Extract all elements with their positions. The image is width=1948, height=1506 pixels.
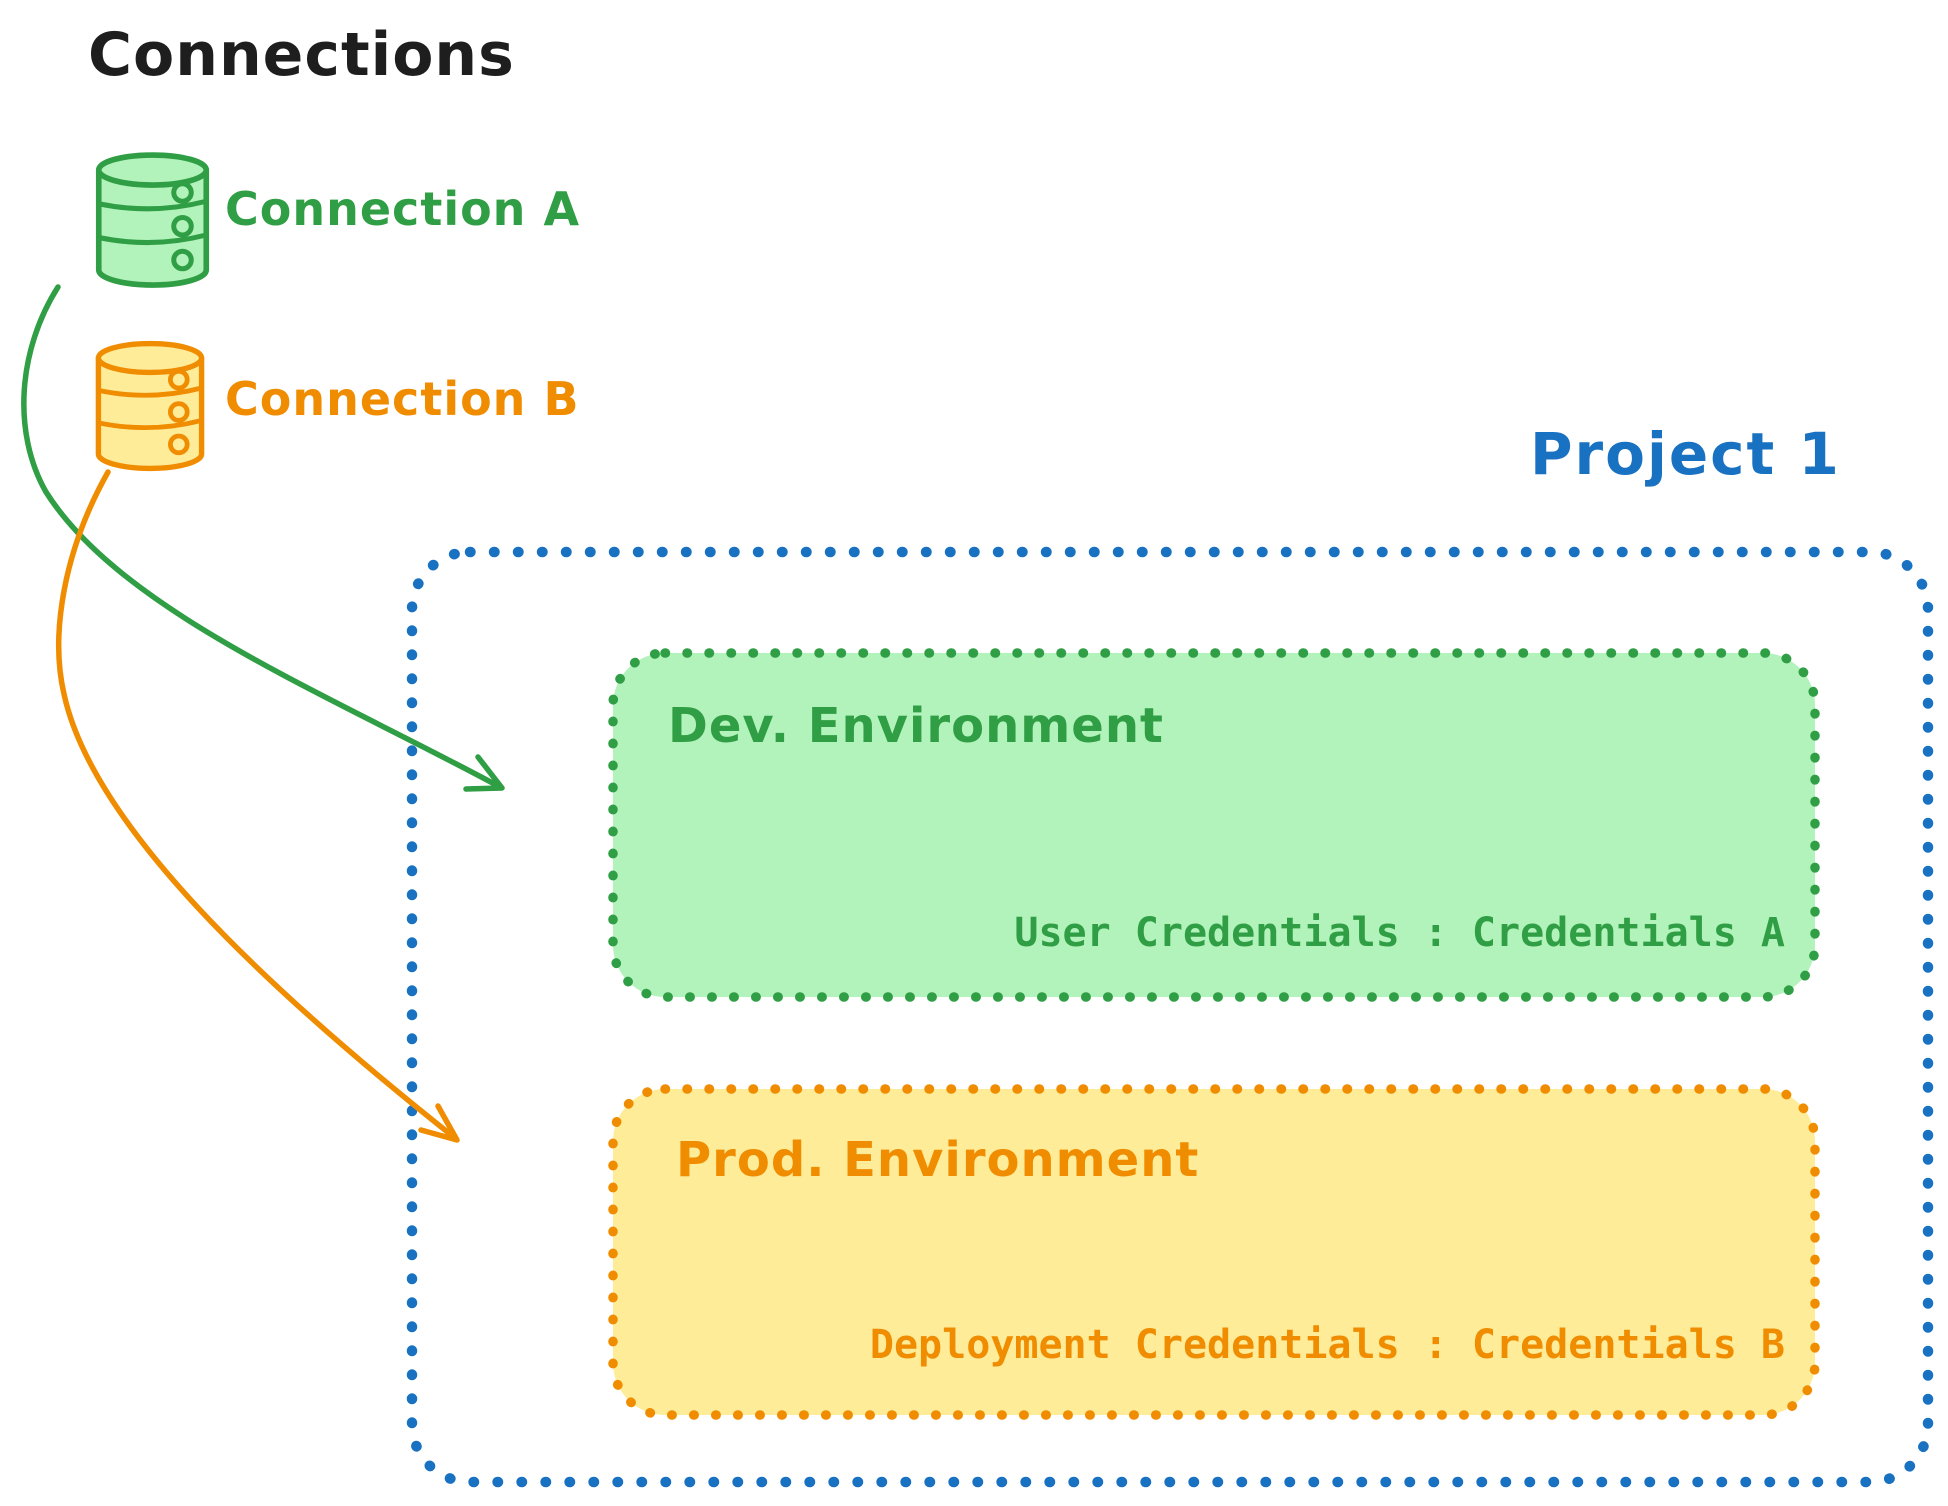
dev-environment-box — [608, 648, 1820, 1002]
arrow-connection-b-to-prod — [56, 469, 460, 1143]
connection-b-label: Connection B — [225, 372, 580, 426]
arrowhead-green — [463, 754, 505, 792]
prod-environment-credentials: Deployment Credentials : Credentials B — [869, 1322, 1785, 1368]
connections-heading: Connections — [88, 20, 515, 90]
connection-a-label: Connection A — [225, 182, 581, 236]
dev-environment-title: Dev. Environment — [668, 698, 1164, 754]
arrowhead-orange — [418, 1103, 460, 1143]
project-title: Project 1 — [1530, 420, 1841, 488]
prod-environment-box — [608, 1084, 1820, 1420]
database-icon-connection-b — [95, 340, 205, 472]
database-icon-connection-a — [95, 152, 210, 288]
dev-environment-credentials: User Credentials : Credentials A — [1014, 910, 1785, 956]
project-container-border — [406, 546, 1934, 1488]
prod-environment-title: Prod. Environment — [676, 1132, 1200, 1188]
